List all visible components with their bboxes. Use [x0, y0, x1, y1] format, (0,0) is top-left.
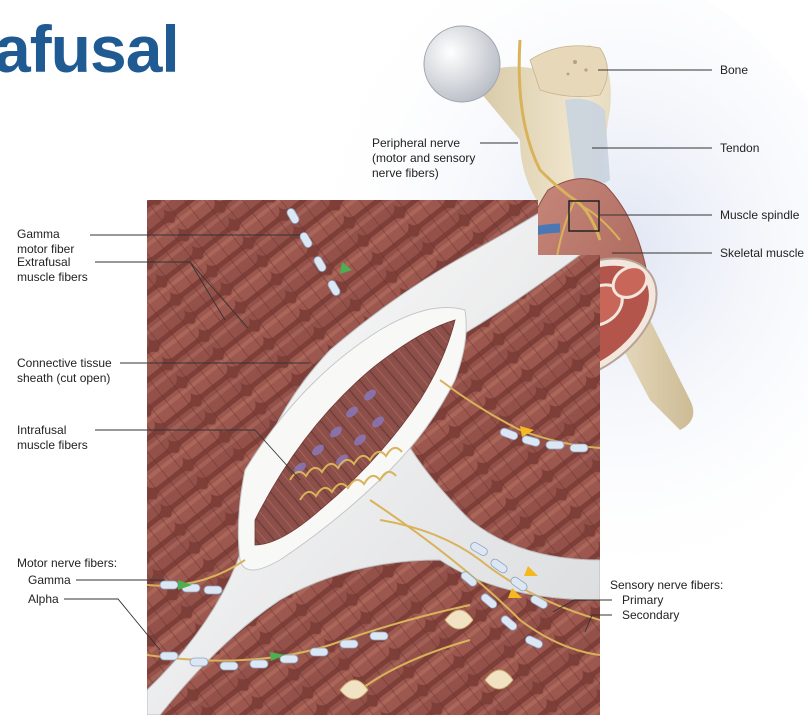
label-bone: Bone [720, 63, 748, 77]
leader-lines [64, 69, 712, 651]
label-motor-nerve-fibers: Motor nerve fibers: [17, 556, 117, 570]
arrow-motor-3 [270, 652, 285, 661]
motor-end-plates [339, 609, 514, 700]
annulospiral-ending [289, 446, 403, 481]
label-motor-gamma: Gamma [28, 573, 71, 587]
page-title: afusal [0, 12, 180, 86]
motor-direction-arrows [178, 262, 352, 661]
intrafusal-fiber-bundle [254, 319, 456, 546]
arrow-sensory-2 [524, 566, 538, 576]
spindle-closeup [147, 200, 600, 715]
arrow-sensory-1 [520, 426, 534, 437]
arrow-sensory-3 [508, 588, 522, 598]
muscle-spindle-box [568, 200, 600, 232]
label-extrafusal-fibers: Extrafusal muscle fibers [17, 255, 88, 284]
arrow-motor-1 [340, 262, 352, 274]
label-peripheral-nerve: Peripheral nerve (motor and sensory nerv… [372, 136, 479, 180]
label-intrafusal-fibers: Intrafusal muscle fibers [17, 423, 88, 452]
label-gamma-motor-fiber: Gamma motor fiber [17, 227, 74, 256]
label-sensory-secondary: Secondary [622, 608, 679, 622]
sensory-direction-arrows [508, 426, 538, 598]
label-sensory-primary: Primary [622, 593, 663, 607]
bone-head [423, 25, 501, 103]
label-muscle-spindle: Muscle spindle [720, 208, 800, 222]
label-tendon: Tendon [720, 141, 759, 155]
label-sensory-nerve-fibers: Sensory nerve fibers: [610, 578, 723, 592]
tendon [565, 98, 610, 187]
arrow-motor-2 [178, 580, 192, 590]
label-motor-alpha: Alpha [28, 592, 59, 606]
label-skeletal-muscle: Skeletal muscle [720, 246, 804, 260]
label-connective-tissue: Connective tissue sheath (cut open) [17, 356, 115, 385]
